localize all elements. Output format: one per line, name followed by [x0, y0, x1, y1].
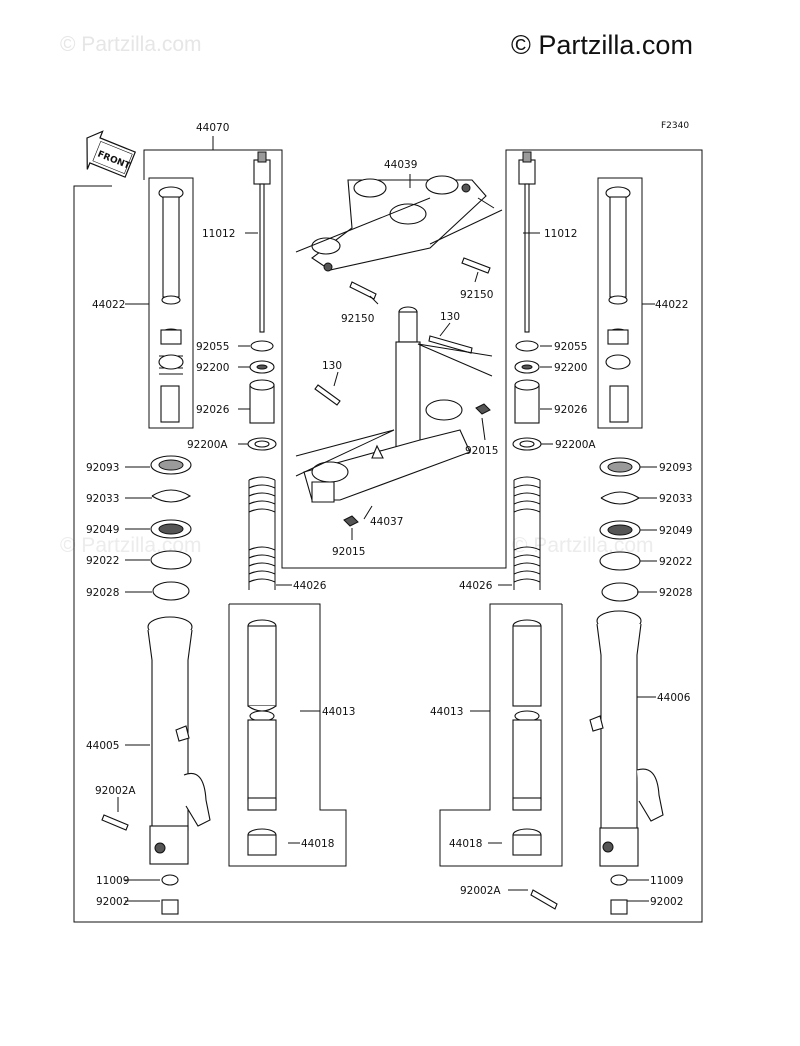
label-92055-left: 92055 — [196, 341, 229, 353]
label-92026-right: 92026 — [554, 404, 588, 416]
label-92200-left: 92200 — [196, 362, 229, 374]
label-92002A-right: 92002A — [460, 885, 501, 897]
label-92028-right: 92028 — [659, 587, 692, 599]
label-92022-right: 92022 — [659, 556, 692, 568]
label-44070: 44070 — [196, 122, 229, 134]
label-11012-left: 11012 — [202, 228, 235, 240]
assembly-frames — [73, 136, 703, 923]
inner-tube-parts — [247, 619, 542, 856]
label-92033-right: 92033 — [659, 493, 692, 505]
label-92015-left: 92015 — [332, 546, 365, 558]
label-44022-right: 44022 — [655, 299, 688, 311]
label-92093-right: 92093 — [659, 462, 692, 474]
part-labels: F2340 44070 44039 11012 11012 44022 4402… — [86, 121, 692, 908]
label-130-lower: 130 — [322, 360, 342, 372]
label-92150-right: 92150 — [460, 289, 493, 301]
label-44018-left: 44018 — [301, 838, 334, 850]
label-92200-right: 92200 — [554, 362, 587, 374]
watermark-mid-right: © Partzilla.com — [512, 534, 654, 557]
front-arrow-icon: FRONT — [86, 130, 137, 178]
label-92002-right: 92002 — [650, 896, 683, 908]
label-92033-left: 92033 — [86, 493, 119, 505]
label-44026-right: 44026 — [459, 580, 493, 592]
label-92150-left: 92150 — [341, 313, 374, 325]
label-11009-left: 11009 — [96, 875, 129, 887]
label-92200A-right: 92200A — [555, 439, 596, 451]
label-92022-left: 92022 — [86, 555, 119, 567]
leader-lines — [117, 174, 657, 902]
label-44013-right: 44013 — [430, 706, 463, 718]
label-92002A-left: 92002A — [95, 785, 136, 797]
label-130-upper: 130 — [440, 311, 460, 323]
label-44039: 44039 — [384, 159, 417, 171]
label-92049-right: 92049 — [659, 525, 692, 537]
label-44018-right: 44018 — [449, 838, 482, 850]
label-44037: 44037 — [370, 516, 403, 528]
watermark-top-left: © Partzilla.com — [60, 33, 202, 56]
label-44026-left: 44026 — [293, 580, 327, 592]
label-11009-right: 11009 — [650, 875, 683, 887]
label-92093-left: 92093 — [86, 462, 119, 474]
right-fork-parts — [512, 151, 664, 915]
steering-stem-parts — [295, 175, 503, 527]
label-92026-left: 92026 — [196, 404, 230, 416]
label-44013-left: 44013 — [322, 706, 355, 718]
watermark-top-right: © Partzilla.com — [511, 30, 693, 60]
label-92200A-left: 92200A — [187, 439, 228, 451]
left-fork-parts — [101, 151, 277, 915]
label-11012-right: 11012 — [544, 228, 577, 240]
label-92015-right: 92015 — [465, 445, 498, 457]
label-92055-right: 92055 — [554, 341, 587, 353]
label-92049-left: 92049 — [86, 524, 119, 536]
label-92002-left: 92002 — [96, 896, 129, 908]
label-44006: 44006 — [657, 692, 691, 704]
figure-code: F2340 — [661, 121, 689, 131]
label-92028-left: 92028 — [86, 587, 119, 599]
label-44005: 44005 — [86, 740, 119, 752]
label-44022-left: 44022 — [92, 299, 125, 311]
